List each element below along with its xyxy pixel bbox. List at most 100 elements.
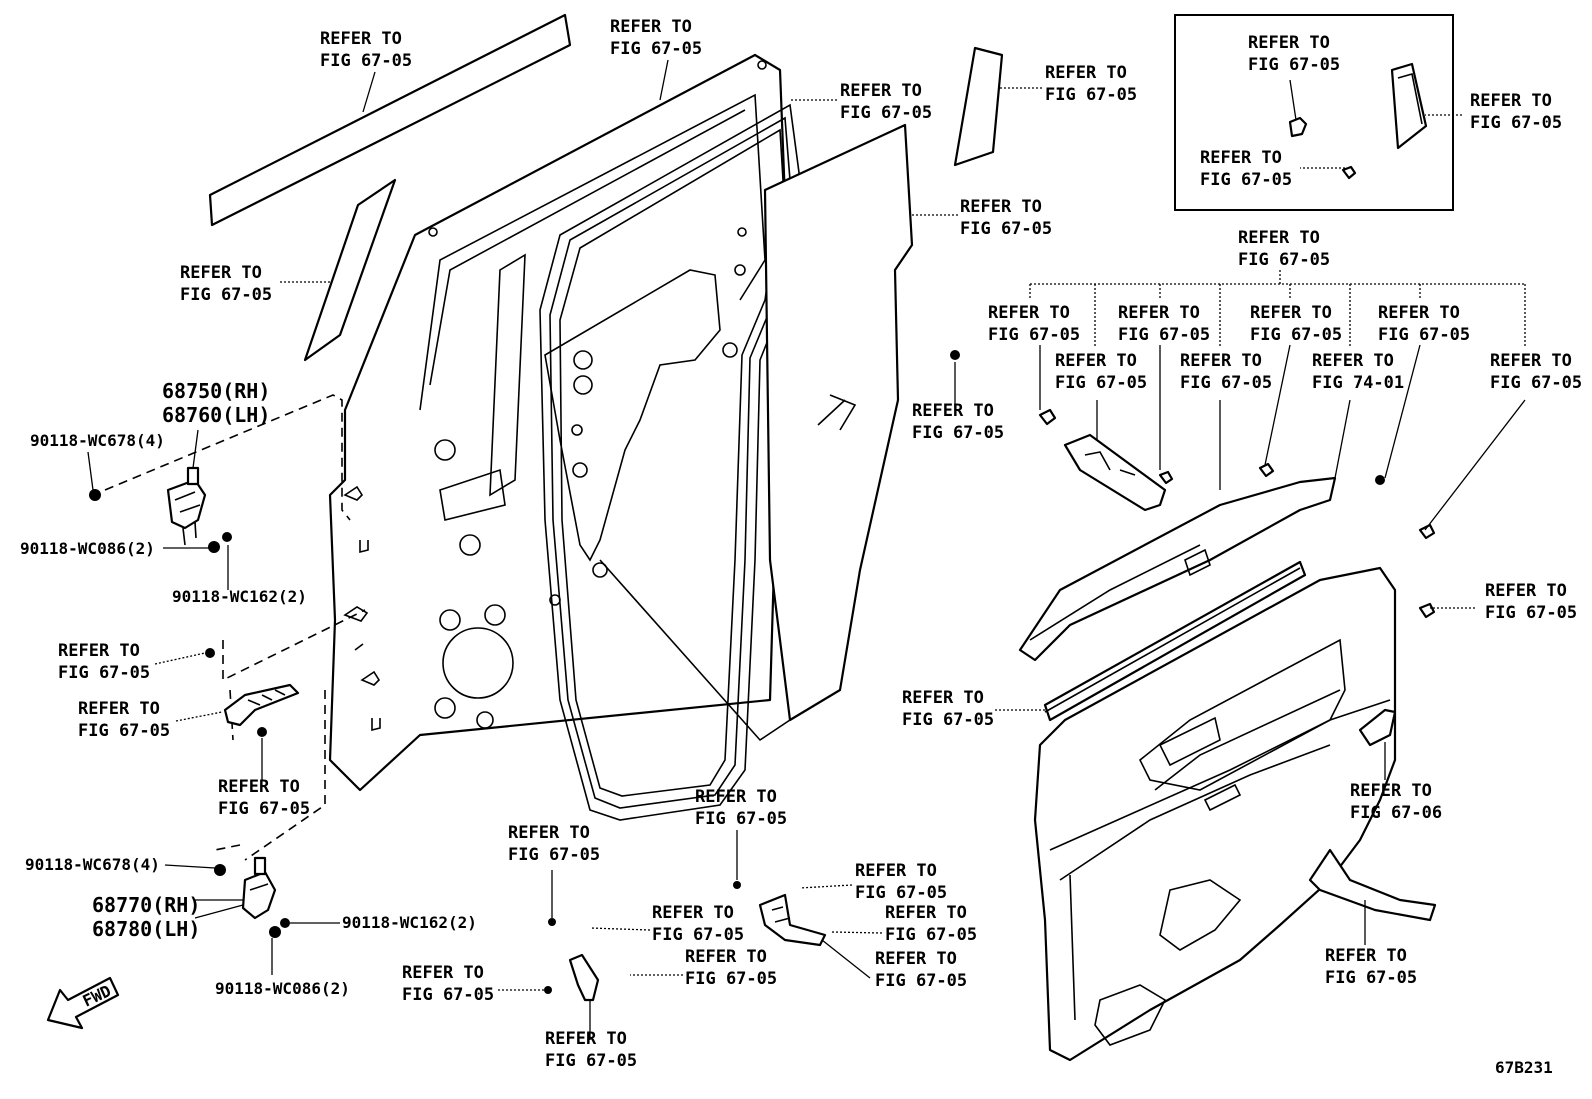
armrest-bracket-icon [1063, 433, 1167, 512]
lower-hinge-icon [241, 856, 277, 920]
refer-fig-inset-clip: FIG 67-05 [1248, 55, 1340, 75]
part-upper-hinge-lh: 68760(LH) [162, 403, 270, 427]
refer-fig-cover: FIG 67-05 [960, 219, 1052, 239]
refer-label-lower-garnish-1: REFER TO [1325, 946, 1407, 966]
refer-label-bracket-r3-1: REFER TO [875, 949, 957, 969]
refer-fig-check: FIG 67-05 [78, 721, 170, 741]
part-nut-wc086-lower: 90118-WC086(2) [215, 979, 350, 998]
refer-label-inset-garnish-1: REFER TO [1470, 91, 1552, 111]
part-nut-wc086-upper: 90118-WC086(2) [20, 539, 155, 558]
part-bolt-wc162-upper: 90118-WC162(2) [172, 587, 307, 606]
refer-label-weatherstrip-1: REFER TO [840, 81, 922, 101]
refer-label-group-1: REFER TO [1238, 228, 1320, 248]
sash-garnish-icon [303, 178, 397, 362]
part-lower-hinge-rh: 68770(RH) [92, 893, 200, 917]
refer-fig-bracket-r2: FIG 67-05 [885, 925, 977, 945]
refer-label-col4-1: REFER TO [1180, 351, 1262, 371]
refer-label-garnish-small-1: REFER TO [1350, 781, 1432, 801]
refer-fig-inset-pin: FIG 67-05 [1200, 170, 1292, 190]
upper-hinge-nut-icon [208, 532, 232, 553]
refer-label-sash-1: REFER TO [180, 263, 262, 283]
refer-fig-check-bolt: FIG 67-05 [58, 663, 150, 683]
clip-icons [950, 350, 1436, 619]
refer-label-inset-pin-1: REFER TO [1200, 148, 1282, 168]
inset-garnish-icon [1390, 62, 1428, 150]
refer-fig-lower-garnish: FIG 67-05 [1325, 968, 1417, 988]
refer-label-col3-1: REFER TO [1118, 303, 1200, 323]
refer-fig-bracket-r-top: FIG 67-05 [695, 809, 787, 829]
refer-label-clip-right-1: REFER TO [1485, 581, 1567, 601]
refer-label-bracket-mid2-1: REFER TO [685, 947, 767, 967]
refer-fig-bracket-top: FIG 67-05 [508, 845, 600, 865]
center-bracket-left-icon [544, 918, 600, 1002]
trim-lower-garnish-icon [1308, 848, 1437, 922]
refer-label-bracket-bottom-1: REFER TO [545, 1029, 627, 1049]
refer-fig-bracket-r3: FIG 67-05 [875, 971, 967, 991]
refer-label-check-1: REFER TO [78, 699, 160, 719]
part-bolt-wc162-lower: 90118-WC162(2) [342, 913, 477, 932]
refer-label-check-bolt-1: REFER TO [58, 641, 140, 661]
refer-fig-col6: FIG 74-01 [1312, 373, 1404, 393]
refer-label-col6-1: REFER TO [1312, 351, 1394, 371]
lower-hinge-bolt-icon [214, 864, 226, 876]
refer-fig-check-nut: FIG 67-05 [218, 799, 310, 819]
refer-fig-col7: FIG 67-05 [1378, 325, 1470, 345]
upper-hinge-icon [166, 466, 207, 546]
leader-lines [154, 59, 1526, 1040]
refer-fig-bracket-r1: FIG 67-05 [855, 883, 947, 903]
armrest-upper-icon [1018, 476, 1337, 662]
refer-fig-weatherstrip: FIG 67-05 [840, 103, 932, 123]
refer-label-pillar-1: REFER TO [1045, 63, 1127, 83]
door-trim-board-icon [1033, 566, 1397, 1062]
refer-label-col7-1: REFER TO [1378, 303, 1460, 323]
refer-fig-group: FIG 67-05 [1238, 250, 1330, 270]
refer-fig-bracket-mid2: FIG 67-05 [685, 969, 777, 989]
pillar-garnish-icon [953, 46, 1004, 167]
center-bracket-right-icon [733, 881, 827, 947]
refer-fig-bracket-bottom: FIG 67-05 [545, 1051, 637, 1071]
refer-fig-col5: FIG 67-05 [1250, 325, 1342, 345]
part-lower-hinge-lh: 68780(LH) [92, 917, 200, 941]
refer-fig-inset-garnish: FIG 67-05 [1470, 113, 1562, 133]
fwd-arrow-icon: FWD [46, 976, 120, 1030]
refer-label-col5-1: REFER TO [1250, 303, 1332, 323]
refer-fig-clip-mid: FIG 67-05 [912, 423, 1004, 443]
refer-label-bracket-r2-1: REFER TO [885, 903, 967, 923]
refer-fig-clip-right: FIG 67-05 [1485, 603, 1577, 623]
refer-fig-outer: FIG 67-05 [610, 39, 702, 59]
refer-fig-col2: FIG 67-05 [1055, 373, 1147, 393]
refer-fig-col4: FIG 67-05 [1180, 373, 1272, 393]
part-bolt-wc678-upper: 90118-WC678(4) [30, 431, 165, 450]
upper-hinge-bolt-icon [87, 451, 101, 501]
refer-label-col1-1: REFER TO [988, 303, 1070, 323]
door-check-icon [205, 648, 300, 737]
refer-label-check-nut-1: REFER TO [218, 777, 300, 797]
refer-fig-weather-right: FIG 67-05 [902, 710, 994, 730]
refer-label-col8-1: REFER TO [1490, 351, 1572, 371]
refer-label-bracket-left-1: REFER TO [402, 963, 484, 983]
refer-label-outer-1: REFER TO [610, 17, 692, 37]
refer-fig-col8: FIG 67-05 [1490, 373, 1582, 393]
garnish-small-icon [1358, 708, 1397, 747]
refer-label-weather-right-1: REFER TO [902, 688, 984, 708]
refer-fig-bracket-left: FIG 67-05 [402, 985, 494, 1005]
refer-fig-col1: FIG 67-05 [988, 325, 1080, 345]
service-hole-cover-icon [763, 123, 914, 722]
window-weatherstrip-icon [1043, 560, 1307, 722]
inset-pin-icon [1341, 165, 1357, 180]
refer-label-cover-1: REFER TO [960, 197, 1042, 217]
refer-fig-belt: FIG 67-05 [320, 51, 412, 71]
refer-fig-bracket-mid: FIG 67-05 [652, 925, 744, 945]
refer-fig-garnish-small: FIG 67-06 [1350, 803, 1442, 823]
refer-fig-sash: FIG 67-05 [180, 285, 272, 305]
refer-label-col2-1: REFER TO [1055, 351, 1137, 371]
part-upper-hinge-rh: 68750(RH) [162, 379, 270, 403]
door-inner-frame-icon [544, 227, 791, 742]
door-hinge-mount-marks [343, 485, 381, 732]
refer-label-bracket-mid-1: REFER TO [652, 903, 734, 923]
hinge-alignment-lines [104, 394, 366, 861]
refer-label-bracket-r-top-1: REFER TO [695, 787, 777, 807]
refer-fig-pillar: FIG 67-05 [1045, 85, 1137, 105]
refer-fig-col3: FIG 67-05 [1118, 325, 1210, 345]
